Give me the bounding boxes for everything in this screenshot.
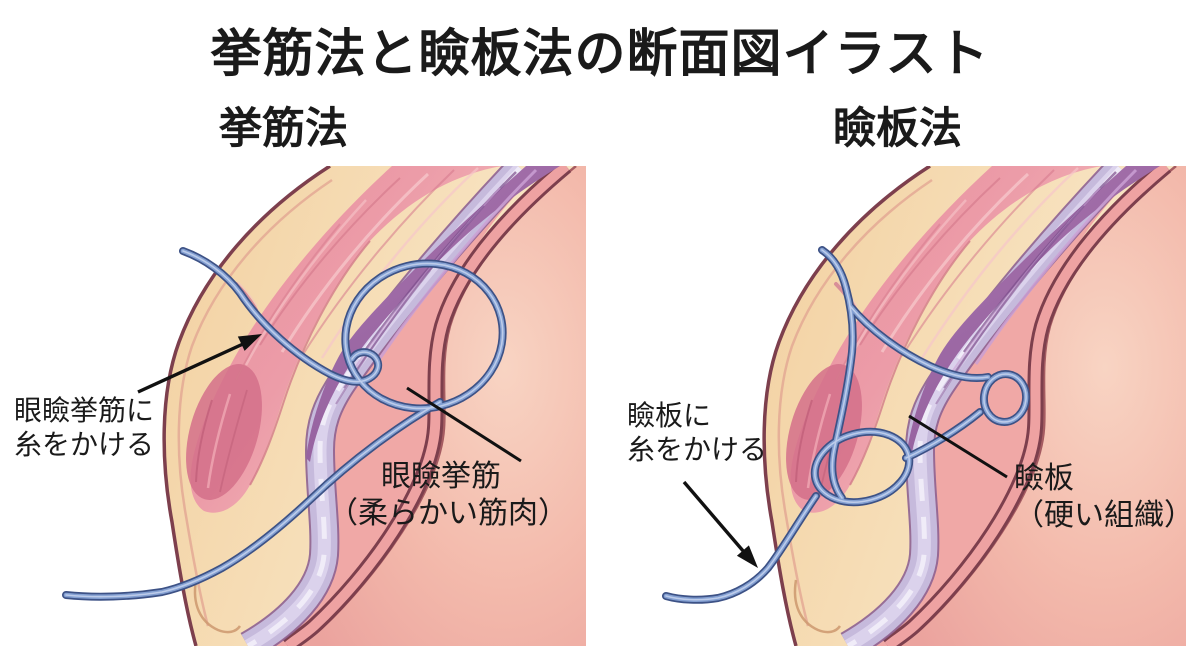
levator-cross-section-illustration [0,160,600,654]
annotation-tarsal-line1: 瞼板に [627,399,712,432]
annotation-levator: 眼瞼挙筋に 糸をかける [14,394,154,462]
callout-levator: 眼瞼挙筋 （柔らかい筋肉） [328,458,568,532]
annotation-tarsal: 瞼板に 糸をかける [627,399,767,467]
tarsal-panel-heading: 瞼板法 [833,104,962,154]
callout-tarsal-line2: （硬い組織） [1014,498,1194,533]
levator-panel-heading: 挙筋法 [219,104,348,154]
annotation-tarsal-line2: 糸をかける [627,433,768,466]
callout-tarsal: 瞼板 （硬い組織） [1014,460,1194,534]
callout-levator-line1: 眼瞼挙筋 [381,459,501,494]
callout-tarsal-line1: 瞼板 [1014,461,1074,496]
callout-levator-line2: （柔らかい筋肉） [328,496,568,531]
annotation-arrow [137,334,262,394]
page-title: 挙筋法と瞼板法の断面図イラスト [210,25,990,84]
callout-line [908,414,1008,479]
annotation-arrow [682,480,758,568]
tarsal-cross-section-illustration [600,160,1200,654]
annotation-levator-line1: 眼瞼挙筋に [14,394,155,427]
callout-line [406,386,522,463]
annotation-levator-line2: 糸をかける [14,428,155,461]
